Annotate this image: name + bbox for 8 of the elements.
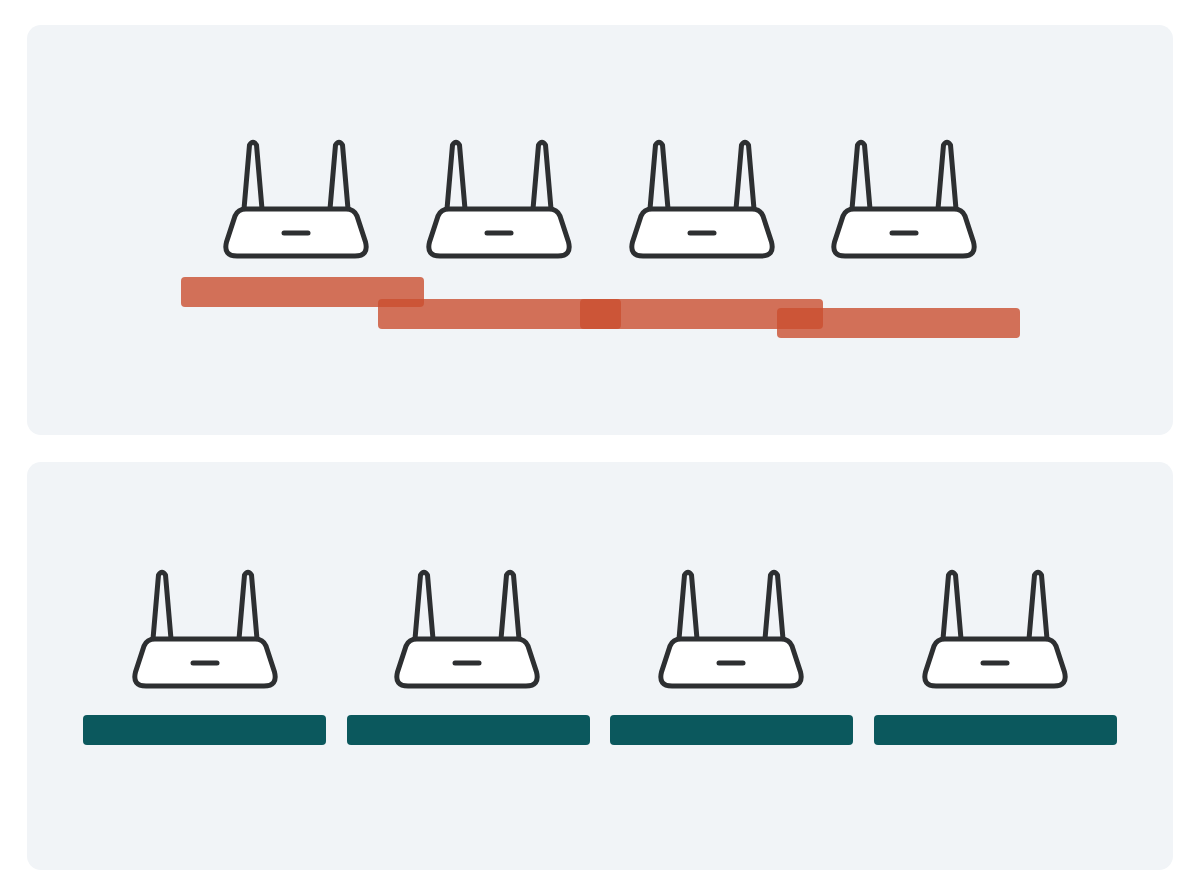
panel: [27, 462, 1173, 870]
channel-bar: [181, 277, 424, 307]
panel: [27, 25, 1173, 435]
channel-bar: [777, 308, 1020, 338]
channel-bar: [610, 715, 853, 745]
channel-bar: [83, 715, 326, 745]
channel-bar: [347, 715, 590, 745]
channel-bar: [874, 715, 1117, 745]
